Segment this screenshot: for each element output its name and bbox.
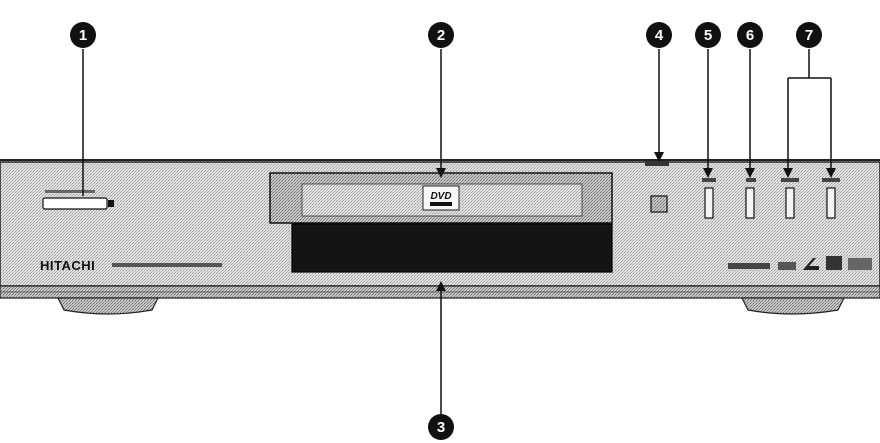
feet: [57, 297, 845, 315]
item-7-left-button[interactable]: [781, 178, 799, 219]
svg-text:DVD: DVD: [430, 191, 451, 202]
brand-area: HITACHI: [40, 258, 222, 273]
arrowheads: [436, 152, 836, 291]
callout-7: 7: [796, 22, 822, 48]
svg-text:7: 7: [805, 27, 813, 44]
standby-button[interactable]: [42, 190, 114, 210]
dvd-logo: DVD: [422, 185, 460, 211]
callout-6: 6: [737, 22, 763, 48]
svg-text:5: 5: [704, 27, 712, 44]
svg-text:6: 6: [746, 27, 754, 44]
callout-5: 5: [695, 22, 721, 48]
svg-text:1: 1: [79, 27, 87, 44]
display-window: [291, 223, 613, 273]
format-logos: [728, 256, 872, 270]
item-6-button[interactable]: [745, 178, 756, 219]
item-4-button[interactable]: [645, 161, 669, 213]
svg-text:2: 2: [437, 27, 445, 44]
callout-4: 4: [646, 22, 672, 48]
disc-tray[interactable]: DVD: [269, 172, 613, 224]
front-buttons: [702, 178, 840, 219]
callout-1: 1: [70, 22, 96, 48]
brand-name: HITACHI: [40, 258, 95, 273]
item-5-button[interactable]: [702, 178, 716, 219]
callout-2: 2: [428, 22, 454, 48]
svg-text:4: 4: [655, 27, 664, 44]
model-strip: [112, 263, 222, 267]
svg-text:3: 3: [437, 419, 445, 436]
callout-3: 3: [428, 414, 454, 440]
leader-lines: [82, 49, 832, 420]
item-7-right-button[interactable]: [822, 178, 840, 219]
